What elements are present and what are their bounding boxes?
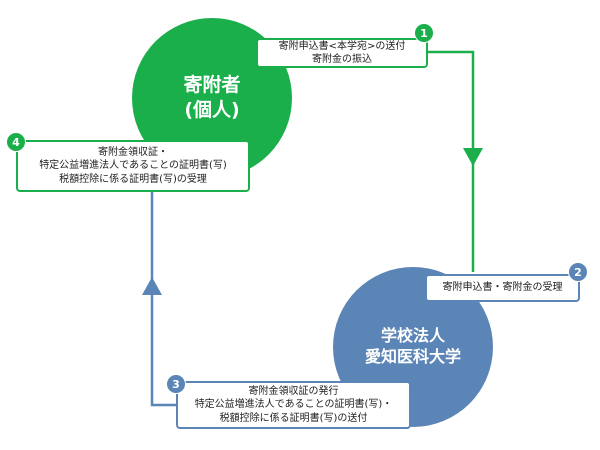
step-3-badge: 3 <box>166 374 186 394</box>
step-3-callout: 寄附金領収証の発行 特定公益増進法人であることの証明書(写)・ 税額控除に係る証… <box>176 381 411 429</box>
step-3-line: 税額控除に係る証明書(写)の送付 <box>219 412 368 424</box>
step-4-line: 寄附金領収証・ <box>98 146 168 158</box>
step-4-line: 税額控除に係る証明書(写)の受理 <box>59 173 207 185</box>
step-3-line: 寄附金領収証の発行 <box>248 385 339 397</box>
donor-sublabel: (個人) <box>184 99 240 121</box>
step-2-badge: 2 <box>568 262 588 282</box>
flow-line-3-to-4 <box>150 192 176 407</box>
step-4-callout: 寄附金領収証・ 特定公益増進法人であることの証明書(写) 税額控除に係る証明書(… <box>16 140 250 192</box>
step-2-line: 寄附申込書・寄附金の受理 <box>442 282 563 294</box>
school-sublabel: 愛知医科大学 <box>364 347 461 366</box>
step-1-line: 寄附金の振込 <box>312 54 372 65</box>
flow-line-1-to-2 <box>428 50 475 272</box>
step-1-line: 寄附申込書<本学宛>の送付 <box>278 40 406 52</box>
arrow-up-icon <box>142 277 162 295</box>
school-label: 学校法人 <box>380 326 445 346</box>
donor-label: 寄附者 <box>183 74 241 97</box>
step-3-line: 特定公益増進法人であることの証明書(写)・ <box>194 399 393 411</box>
step-4-line: 特定公益増進法人であることの証明書(写) <box>39 160 227 172</box>
arrow-down-icon <box>463 148 483 166</box>
step-2-callout: 寄附申込書・寄附金の受理 <box>425 274 580 302</box>
step-4-badge: 4 <box>6 132 26 152</box>
step-1-badge: 1 <box>414 23 434 43</box>
step-1-callout: 寄附申込書<本学宛>の送付 寄附金の振込 <box>256 38 428 68</box>
